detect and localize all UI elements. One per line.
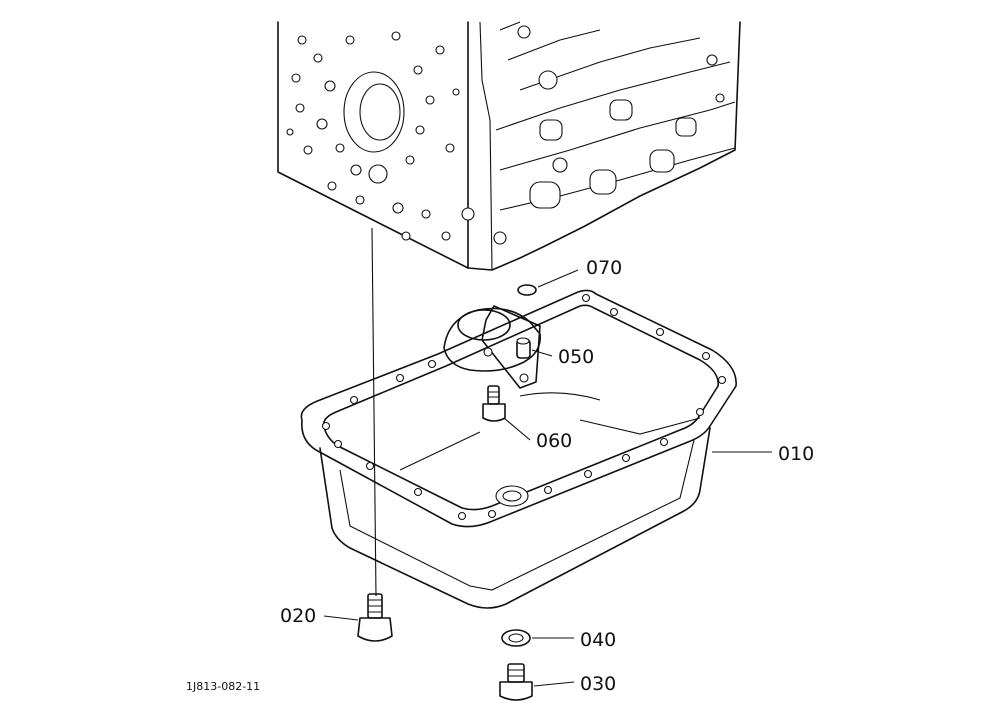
oil-strainer bbox=[443, 305, 541, 389]
block-ribs bbox=[461, 21, 736, 245]
drain-plug bbox=[499, 663, 533, 701]
label-drain-plug: 030 bbox=[580, 673, 616, 695]
label-oil-pan: 010 bbox=[778, 443, 814, 465]
label-gasket: 040 bbox=[580, 629, 616, 651]
drawing-code: 1J813-082-11 bbox=[186, 680, 260, 693]
label-pan-bolt: 020 bbox=[280, 605, 316, 627]
leader-lines bbox=[323, 269, 772, 687]
strainer-bolt bbox=[482, 385, 506, 422]
pan-flange-holes bbox=[321, 293, 727, 521]
engine-block bbox=[277, 21, 741, 271]
block-bolt-holes bbox=[286, 31, 460, 241]
label-strainer-bolt: 060 bbox=[536, 430, 572, 452]
label-oil-strainer: 050 bbox=[558, 346, 594, 368]
oil-pan bbox=[300, 289, 737, 609]
o-ring bbox=[517, 284, 537, 296]
pan-bolt bbox=[357, 593, 393, 642]
bolt-alignment-line bbox=[371, 227, 377, 597]
gasket bbox=[501, 629, 531, 647]
label-o-ring: 070 bbox=[586, 257, 622, 279]
